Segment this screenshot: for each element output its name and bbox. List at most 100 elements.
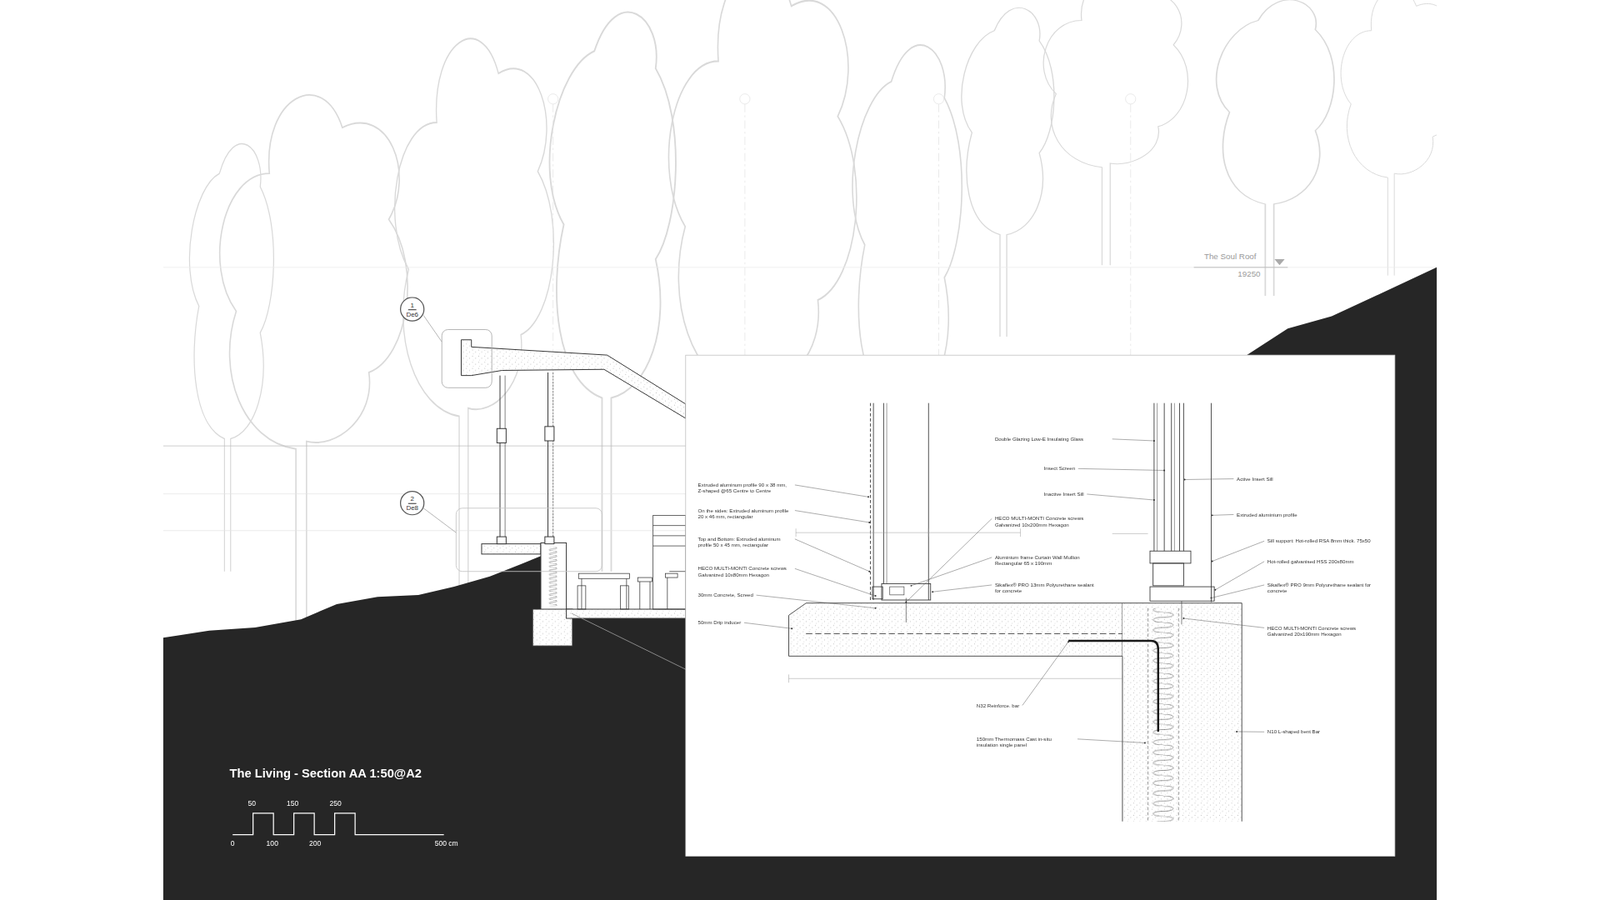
detail-note: Sikaflex® PRO 13mm Polyurethane sealant … bbox=[995, 581, 1097, 595]
sill-detail-part bbox=[789, 528, 1149, 683]
building-section-part-part bbox=[665, 573, 678, 578]
leader-line bbox=[1212, 514, 1235, 516]
sill-detail-part bbox=[886, 403, 888, 585]
scale-number: 200 bbox=[309, 840, 321, 850]
leader-dot bbox=[1184, 479, 1186, 481]
sill-detail-part-part bbox=[788, 674, 790, 683]
sill-detail-part-part bbox=[1121, 674, 1123, 683]
leader-line bbox=[1236, 730, 1265, 732]
drawing-title: The Living - Section AA 1:50@A2 bbox=[230, 766, 422, 782]
leader-line bbox=[795, 485, 869, 497]
leader-line bbox=[795, 568, 876, 596]
sill-detail-part bbox=[1068, 640, 1159, 732]
leader-dot bbox=[1153, 499, 1155, 501]
building-section-part bbox=[566, 609, 686, 619]
background-trees-part bbox=[220, 95, 408, 633]
sill-detail-part bbox=[1183, 403, 1185, 552]
sill-detail-part-part bbox=[928, 528, 930, 537]
building-section-part bbox=[540, 542, 567, 610]
leader-line bbox=[905, 518, 992, 602]
sill-detail-part bbox=[1164, 403, 1165, 552]
detail-note: Sikaflex® PRO 9mm Polyurethane sealant f… bbox=[1267, 581, 1380, 595]
leader-line bbox=[1086, 494, 1155, 500]
background-trees-part bbox=[189, 144, 274, 572]
grid-lines-part bbox=[1194, 266, 1289, 268]
sill-detail-part bbox=[881, 583, 931, 600]
building-section-part bbox=[545, 426, 555, 441]
sill-detail-part bbox=[1180, 600, 1182, 625]
detail-note: HECO MULTI-MONTI Concrete screws Galvani… bbox=[1267, 624, 1380, 637]
background-trees-part bbox=[1340, 0, 1437, 276]
sill-detail bbox=[789, 403, 1243, 822]
detail-note: On the sides: Extruded aluminum profile … bbox=[698, 507, 793, 520]
background-trees-part bbox=[395, 38, 555, 612]
sill-detail-part bbox=[789, 603, 1123, 657]
background-trees-part bbox=[1043, 0, 1188, 265]
scale-number: 50 bbox=[248, 800, 257, 810]
leader-dot bbox=[1210, 597, 1212, 600]
building-section-part-part bbox=[653, 535, 686, 536]
grid-lines-part bbox=[163, 445, 686, 447]
leader-line bbox=[744, 622, 792, 629]
detail-note: HECO MULTI-MONTI Concrete screws Galvani… bbox=[698, 565, 793, 578]
callout-number: 1 bbox=[408, 300, 416, 310]
sill-detail-part bbox=[1179, 403, 1180, 552]
detail-note: Extruded aluminum profile 90 x 38 mm, Z-… bbox=[698, 481, 793, 495]
detail-inset bbox=[685, 355, 1395, 856]
sill-detail-part bbox=[805, 633, 1123, 635]
building-section-part-part bbox=[650, 581, 651, 610]
detail-note: Extruded aluminium profile bbox=[1236, 510, 1297, 518]
detail-note: Top and Bottom: Extruded aluminum profil… bbox=[698, 535, 793, 549]
leader-line bbox=[1212, 540, 1265, 561]
building-section-part bbox=[547, 372, 549, 543]
grid-lines-part bbox=[740, 94, 750, 105]
detail-note: Aluminium frame Curtain Wall Mullion Rec… bbox=[995, 554, 1100, 567]
sill-detail-part bbox=[1150, 550, 1191, 564]
sill-detail-part bbox=[1178, 608, 1180, 822]
building-section-part bbox=[460, 340, 685, 419]
detail-note: Insect Screen bbox=[1044, 465, 1075, 472]
sill-detail-part bbox=[1153, 403, 1155, 552]
building-section-part bbox=[481, 544, 541, 555]
sill-detail-part-part bbox=[1112, 533, 1149, 535]
building-section-part-part bbox=[620, 585, 629, 610]
sill-detail-part bbox=[1170, 403, 1172, 552]
leader-dot bbox=[1211, 560, 1214, 562]
sill-detail-part-part bbox=[795, 532, 1020, 534]
sill-detail-part bbox=[890, 586, 905, 595]
sill-detail-part bbox=[1153, 563, 1185, 586]
leader-dot bbox=[1182, 617, 1185, 620]
sheet-reference: De6 bbox=[404, 310, 421, 318]
sheet-reference: De8 bbox=[404, 503, 421, 511]
leader-dot bbox=[1153, 440, 1155, 442]
leader-dot bbox=[1067, 640, 1070, 643]
leader-line bbox=[795, 510, 870, 523]
detail-note: Active Insert Sill bbox=[1236, 475, 1274, 483]
detail-note: N10 L-shaped bent Bar bbox=[1267, 728, 1320, 735]
leader-dot bbox=[867, 495, 870, 498]
detail-note: 30mm Concrete, Screed bbox=[698, 591, 754, 599]
leader-line bbox=[1215, 561, 1265, 590]
grid-lines-part bbox=[933, 94, 944, 105]
leader-line bbox=[1112, 439, 1155, 441]
callout-frames-part bbox=[423, 508, 456, 533]
sill-detail-part bbox=[928, 403, 930, 600]
detail-note: N32 Reinforce. bar bbox=[976, 701, 1020, 709]
sill-detail-part-part bbox=[1020, 528, 1021, 537]
scale-number: 500 cm bbox=[435, 840, 459, 850]
callout-frames-part bbox=[423, 315, 442, 342]
building-section-part-part bbox=[653, 545, 686, 547]
leader-dot bbox=[1211, 514, 1214, 516]
detail-note: Sill support: Hot-rolled RSA 8mm thick. … bbox=[1267, 537, 1390, 545]
background-trees-part bbox=[550, 12, 676, 572]
sill-detail-part bbox=[1122, 602, 1242, 604]
sill-detail-part bbox=[1121, 655, 1123, 821]
scale-number: 250 bbox=[330, 800, 342, 810]
leader-line bbox=[1077, 739, 1145, 744]
callout-frames-part bbox=[441, 330, 492, 389]
building-section-part-part bbox=[637, 577, 652, 582]
terrain bbox=[163, 267, 1437, 900]
leader-dot bbox=[1214, 589, 1216, 591]
